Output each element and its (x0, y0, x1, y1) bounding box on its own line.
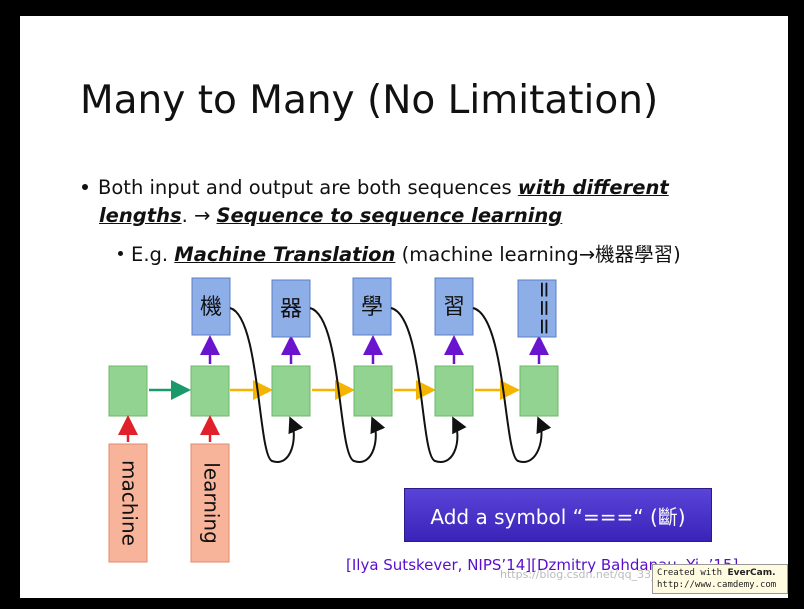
evercam-url: http://www.camdemy.com (657, 580, 777, 590)
citation: [Ilya Sutskever, NIPS’14][Dzmitry Bahdan… (346, 556, 739, 574)
seq2seq-diagram: 機 器 學 習 === machine learning (108, 277, 559, 563)
slide: Many to Many (No Limitation) Both input … (20, 16, 788, 598)
bullet-1-line2: lengths. → Sequence to sequence learning (99, 204, 562, 227)
input-box (108, 443, 148, 563)
output-box (352, 277, 392, 336)
output-char: 習 (443, 295, 465, 320)
output-box (271, 279, 311, 338)
output-char: 機 (200, 295, 222, 320)
feedback-arrow (229, 307, 304, 463)
rnn-cell (190, 365, 230, 417)
output-box (434, 277, 474, 336)
bullet-2-mt: Machine Translation (174, 243, 396, 266)
rnn-cell (271, 365, 311, 417)
bullet-2: E.g. Machine Translation (machine learni… (118, 238, 681, 267)
bullet-2-eg: E.g. (131, 243, 175, 266)
bullet-1-seq2seq: Sequence to sequence learning (216, 204, 563, 227)
add-symbol-callout: Add a symbol “===“ (斷) (404, 488, 712, 542)
bullet-2-text: (machine learning→機器學習) (395, 243, 681, 266)
slide-title: Many to Many (No Limitation) (80, 78, 659, 123)
evercam-created: Created with (657, 568, 728, 578)
output-box (517, 279, 557, 338)
rnn-cell (108, 365, 148, 417)
bullet-1-lengths: lengths (99, 204, 182, 227)
watermark: https://blog.csdn.net/qq_33_my28 (500, 568, 688, 581)
evercam-brand: EverCam. (727, 568, 776, 578)
bullet-1: Both input and output are both sequences… (82, 176, 669, 199)
rnn-cell (434, 365, 474, 417)
evercam-badge: Created with EverCam. http://www.camdemy… (652, 564, 788, 594)
bullet-1-emphasis: with different (517, 176, 669, 199)
bullet-dot (82, 183, 88, 190)
feedback-arrow (309, 307, 386, 463)
input-box (190, 443, 230, 563)
feedback-arrow (390, 307, 467, 463)
sub-bullet-dot (118, 251, 123, 256)
rnn-cell (519, 365, 559, 417)
feedback-arrow (472, 307, 552, 463)
output-char: 器 (280, 297, 302, 322)
rnn-cell (353, 365, 393, 417)
output-box (191, 277, 231, 336)
bullet-1-arrow: . → (181, 204, 217, 227)
input-word: machine (118, 460, 142, 546)
output-char: 學 (361, 295, 383, 320)
bullet-1-text: Both input and output are both sequences (98, 176, 518, 199)
output-end-symbol: === (531, 280, 556, 335)
input-word: learning (200, 462, 224, 544)
